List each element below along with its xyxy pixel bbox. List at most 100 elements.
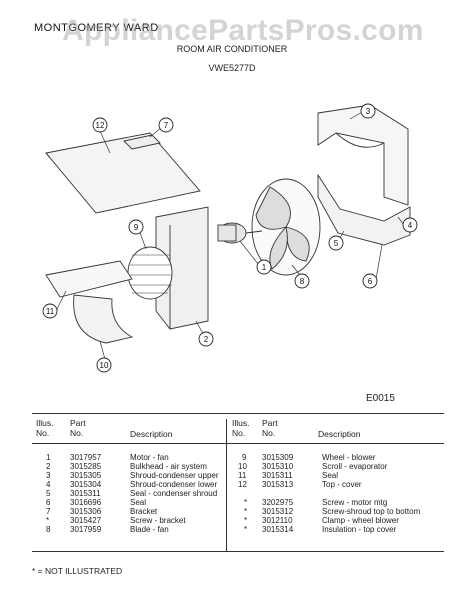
table-cell: 3015304 — [70, 480, 102, 489]
table-bottom-rule — [32, 551, 444, 552]
header-description-right: Description — [318, 429, 361, 439]
table-cell: 8 — [46, 525, 51, 534]
table-cell: * — [244, 525, 248, 534]
table-cell: 1 — [46, 453, 51, 462]
table-cell: Screw - bracket — [130, 516, 186, 525]
table-column-divider — [226, 419, 227, 551]
table-cell: Insulation - top cover — [322, 525, 397, 534]
table-cell: * — [244, 498, 248, 507]
callout-label: 3 — [366, 107, 371, 116]
callout-8 — [294, 273, 310, 289]
header-illus: Illus. — [36, 418, 54, 428]
parts-diagram: 12 7 3 4 5 6 1 8 9 2 10 11 — [42, 103, 418, 373]
table-cell: 3015310 — [262, 462, 294, 471]
callout-6 — [362, 273, 378, 289]
table-cell: Clamp - wheel blower — [322, 516, 399, 525]
callout-2 — [198, 331, 214, 347]
table-cell: Shroud-condenser lower — [130, 480, 218, 489]
table-cell: 3015313 — [262, 480, 294, 489]
table-cell: Scroll - evaporator — [322, 462, 388, 471]
callout-10 — [96, 357, 112, 373]
header-part-no-right: No. — [262, 428, 276, 438]
table-cell: 3017959 — [70, 525, 102, 534]
callout-12 — [92, 117, 108, 133]
lower-shroud-shape — [317, 173, 411, 246]
table-cell: Blade - fan — [130, 525, 169, 534]
callout-label: 8 — [300, 277, 305, 286]
table-cell: 6 — [46, 498, 51, 507]
table-cell: * — [244, 507, 248, 516]
table-cell: 3015309 — [262, 453, 294, 462]
upper-shroud-shape — [317, 104, 409, 206]
table-cell: Bulkhead - air system — [130, 462, 207, 471]
document-title: ROOM AIR CONDITIONER — [176, 44, 288, 54]
diagram-code: E0015 — [366, 393, 395, 404]
callout-label: 5 — [334, 239, 339, 248]
table-cell: Screw-shroud top to bottom — [322, 507, 421, 516]
callout-label: 4 — [408, 221, 413, 230]
table-cell: Screw - motor mtg — [322, 498, 388, 507]
table-cell: 3015311 — [70, 489, 101, 498]
table-cell: 3015312 — [262, 507, 294, 516]
table-cell: Motor - fan — [130, 453, 169, 462]
table-cell: 3015314 — [262, 525, 294, 534]
table-cell: 11 — [238, 471, 247, 480]
table-cell: Wheel - blower — [322, 453, 376, 462]
table-cell: 10 — [238, 462, 247, 471]
table-cell: 7 — [46, 507, 51, 516]
seal-shape — [45, 260, 133, 298]
table-cell: 3015311 — [262, 471, 293, 480]
table-cell: 4 — [46, 480, 51, 489]
callout-label: 6 — [368, 277, 373, 286]
table-cell: 9 — [242, 453, 247, 462]
callout-1 — [256, 259, 272, 275]
header-part: Part — [70, 418, 86, 428]
header-illus-no-right: No. — [232, 428, 246, 438]
table-cell: 3 — [46, 471, 51, 480]
table-cell: 3015427 — [70, 516, 102, 525]
table-cell: 3015285 — [70, 462, 102, 471]
header-part-no: No. — [70, 428, 84, 438]
table-cell: 3202975 — [262, 498, 294, 507]
bracket-shape — [123, 134, 161, 150]
table-cell: Seal — [130, 498, 147, 507]
table-cell: 2 — [46, 462, 51, 471]
table-cell: Seal — [322, 471, 339, 480]
table-cell: Shroud-condenser upper — [130, 471, 219, 480]
callout-4 — [402, 217, 418, 233]
callout-label: 1 — [262, 263, 267, 272]
table-cell: 12 — [238, 480, 247, 489]
brand-name: MONTGOMERY WARD — [34, 22, 159, 34]
callout-label: 11 — [46, 307, 55, 316]
header-illus-no: No. — [36, 428, 50, 438]
top-cover-shape — [45, 132, 201, 214]
table-cell: 3016696 — [70, 498, 102, 507]
callout-9 — [128, 219, 144, 235]
callout-5 — [328, 235, 344, 251]
table-cell: Bracket — [130, 507, 158, 516]
callout-label: 7 — [164, 121, 169, 130]
table-cell: Top - cover — [322, 480, 362, 489]
table-top-rule — [32, 413, 444, 414]
table-cell: * — [244, 516, 248, 525]
header-illus-right: Illus. — [232, 418, 250, 428]
callout-label: 9 — [134, 223, 139, 232]
table-header-rule — [32, 443, 444, 444]
scroll-shape — [73, 294, 134, 344]
watermark: AppliancePartsPros.com — [62, 14, 424, 47]
footnote: * = NOT ILLUSTRATED — [32, 566, 123, 576]
callout-label: 10 — [100, 361, 109, 370]
table-cell: 3015305 — [70, 471, 102, 480]
table-cell: 3017957 — [70, 453, 102, 462]
header-part-right: Part — [262, 418, 278, 428]
table-cell: Seal - condenser shroud — [130, 489, 218, 498]
callout-label: 12 — [96, 121, 105, 130]
header-description: Description — [130, 429, 173, 439]
callout-11 — [42, 303, 58, 319]
model-number: VWE5277D — [208, 63, 256, 73]
callout-label: 2 — [204, 335, 209, 344]
table-cell: 3015306 — [70, 507, 102, 516]
callout-3 — [360, 103, 376, 119]
callout-7 — [158, 117, 174, 133]
